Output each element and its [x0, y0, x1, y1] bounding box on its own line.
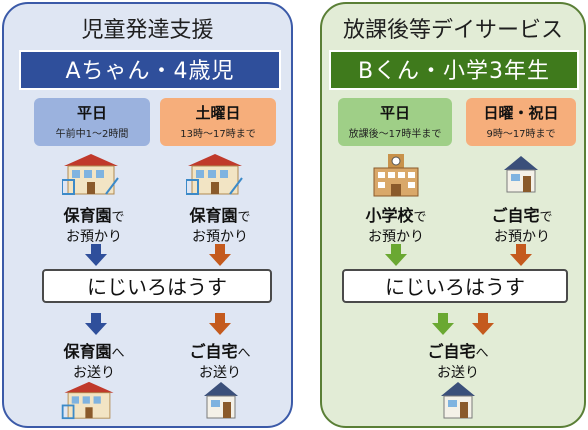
- place-suffix: へ: [475, 346, 489, 361]
- tag-saturday: 土曜日 13時～17時まで: [160, 98, 276, 146]
- place-name: ご自宅: [189, 342, 238, 361]
- down-arrow-icon: [85, 313, 107, 335]
- place-name: ご自宅: [427, 342, 476, 361]
- elementary-school-icon: [373, 154, 419, 197]
- pickup-weekday: 保育園で お預かり: [44, 202, 144, 246]
- down-arrow-icon: [432, 313, 454, 335]
- center-box: にじいろはうす: [42, 269, 272, 303]
- place-action: お預かり: [368, 229, 424, 245]
- place-name: ご自宅: [491, 206, 540, 225]
- drop-weekday: 保育園へ お送り: [44, 338, 144, 382]
- place-action: お預かり: [494, 229, 550, 245]
- drop-home: ご自宅へ お送り: [406, 338, 510, 382]
- down-arrow-icon: [85, 244, 107, 266]
- down-arrow-icon: [510, 244, 532, 266]
- pickup-holiday: ご自宅で お預かり: [470, 202, 574, 246]
- place-suffix: で: [413, 210, 427, 225]
- place-suffix: へ: [237, 346, 251, 361]
- tag-weekday: 平日 放課後～17時半まで: [338, 98, 452, 146]
- drop-saturday: ご自宅へ お送り: [170, 338, 270, 382]
- tag-label: 土曜日: [195, 104, 241, 122]
- pickup-saturday: 保育園で お預かり: [170, 202, 270, 246]
- tag-label: 平日: [76, 104, 107, 122]
- place-name: 保育園: [63, 206, 112, 225]
- tag-weekday: 平日 午前中1～2時間: [34, 98, 150, 146]
- tag-label: 日曜・祝日: [483, 104, 559, 122]
- tag-time: 午前中1～2時間: [55, 129, 129, 140]
- house-icon: [504, 156, 538, 193]
- down-arrow-icon: [209, 244, 231, 266]
- place-action: お送り: [437, 365, 479, 381]
- place-action: お送り: [73, 365, 115, 381]
- tag-time: 13時～17時まで: [180, 129, 256, 140]
- down-arrow-icon: [385, 244, 407, 266]
- nursery-school-icon: [61, 381, 114, 420]
- place-suffix: で: [111, 210, 125, 225]
- panel-child-development-support: 児童発達支援 Aちゃん・4歳児 平日 午前中1～2時間 土曜日 13時～17時ま…: [2, 2, 293, 428]
- down-arrow-icon: [472, 313, 494, 335]
- pickup-weekday: 小学校で お預かり: [344, 202, 448, 246]
- house-icon: [204, 382, 238, 419]
- panel-subtitle: Aちゃん・4歳児: [19, 50, 281, 90]
- tag-time: 放課後～17時半まで: [348, 129, 442, 140]
- place-suffix: で: [237, 210, 251, 225]
- panel-after-school-day-service: 放課後等デイサービス Bくん・小学3年生 平日 放課後～17時半まで 日曜・祝日…: [320, 2, 586, 428]
- place-name: 保育園: [63, 342, 112, 361]
- panel-title: 放課後等デイサービス: [342, 18, 563, 43]
- place-action: お預かり: [192, 229, 248, 245]
- place-suffix: で: [539, 210, 553, 225]
- panel-title: 児童発達支援: [81, 18, 214, 43]
- panel-subtitle: Bくん・小学3年生: [329, 50, 579, 90]
- nursery-school-icon: [186, 154, 243, 195]
- place-suffix: へ: [111, 346, 125, 361]
- tag-time: 9時～17時まで: [486, 129, 556, 140]
- center-box: にじいろはうす: [342, 269, 568, 303]
- place-name: 小学校: [365, 206, 414, 225]
- tag-holiday: 日曜・祝日 9時～17時まで: [466, 98, 576, 146]
- down-arrow-icon: [209, 313, 231, 335]
- place-action: お送り: [199, 365, 241, 381]
- tag-label: 平日: [379, 104, 410, 122]
- nursery-school-icon: [62, 154, 119, 195]
- place-action: お預かり: [66, 229, 122, 245]
- place-name: 保育園: [189, 206, 238, 225]
- house-icon: [441, 382, 475, 419]
